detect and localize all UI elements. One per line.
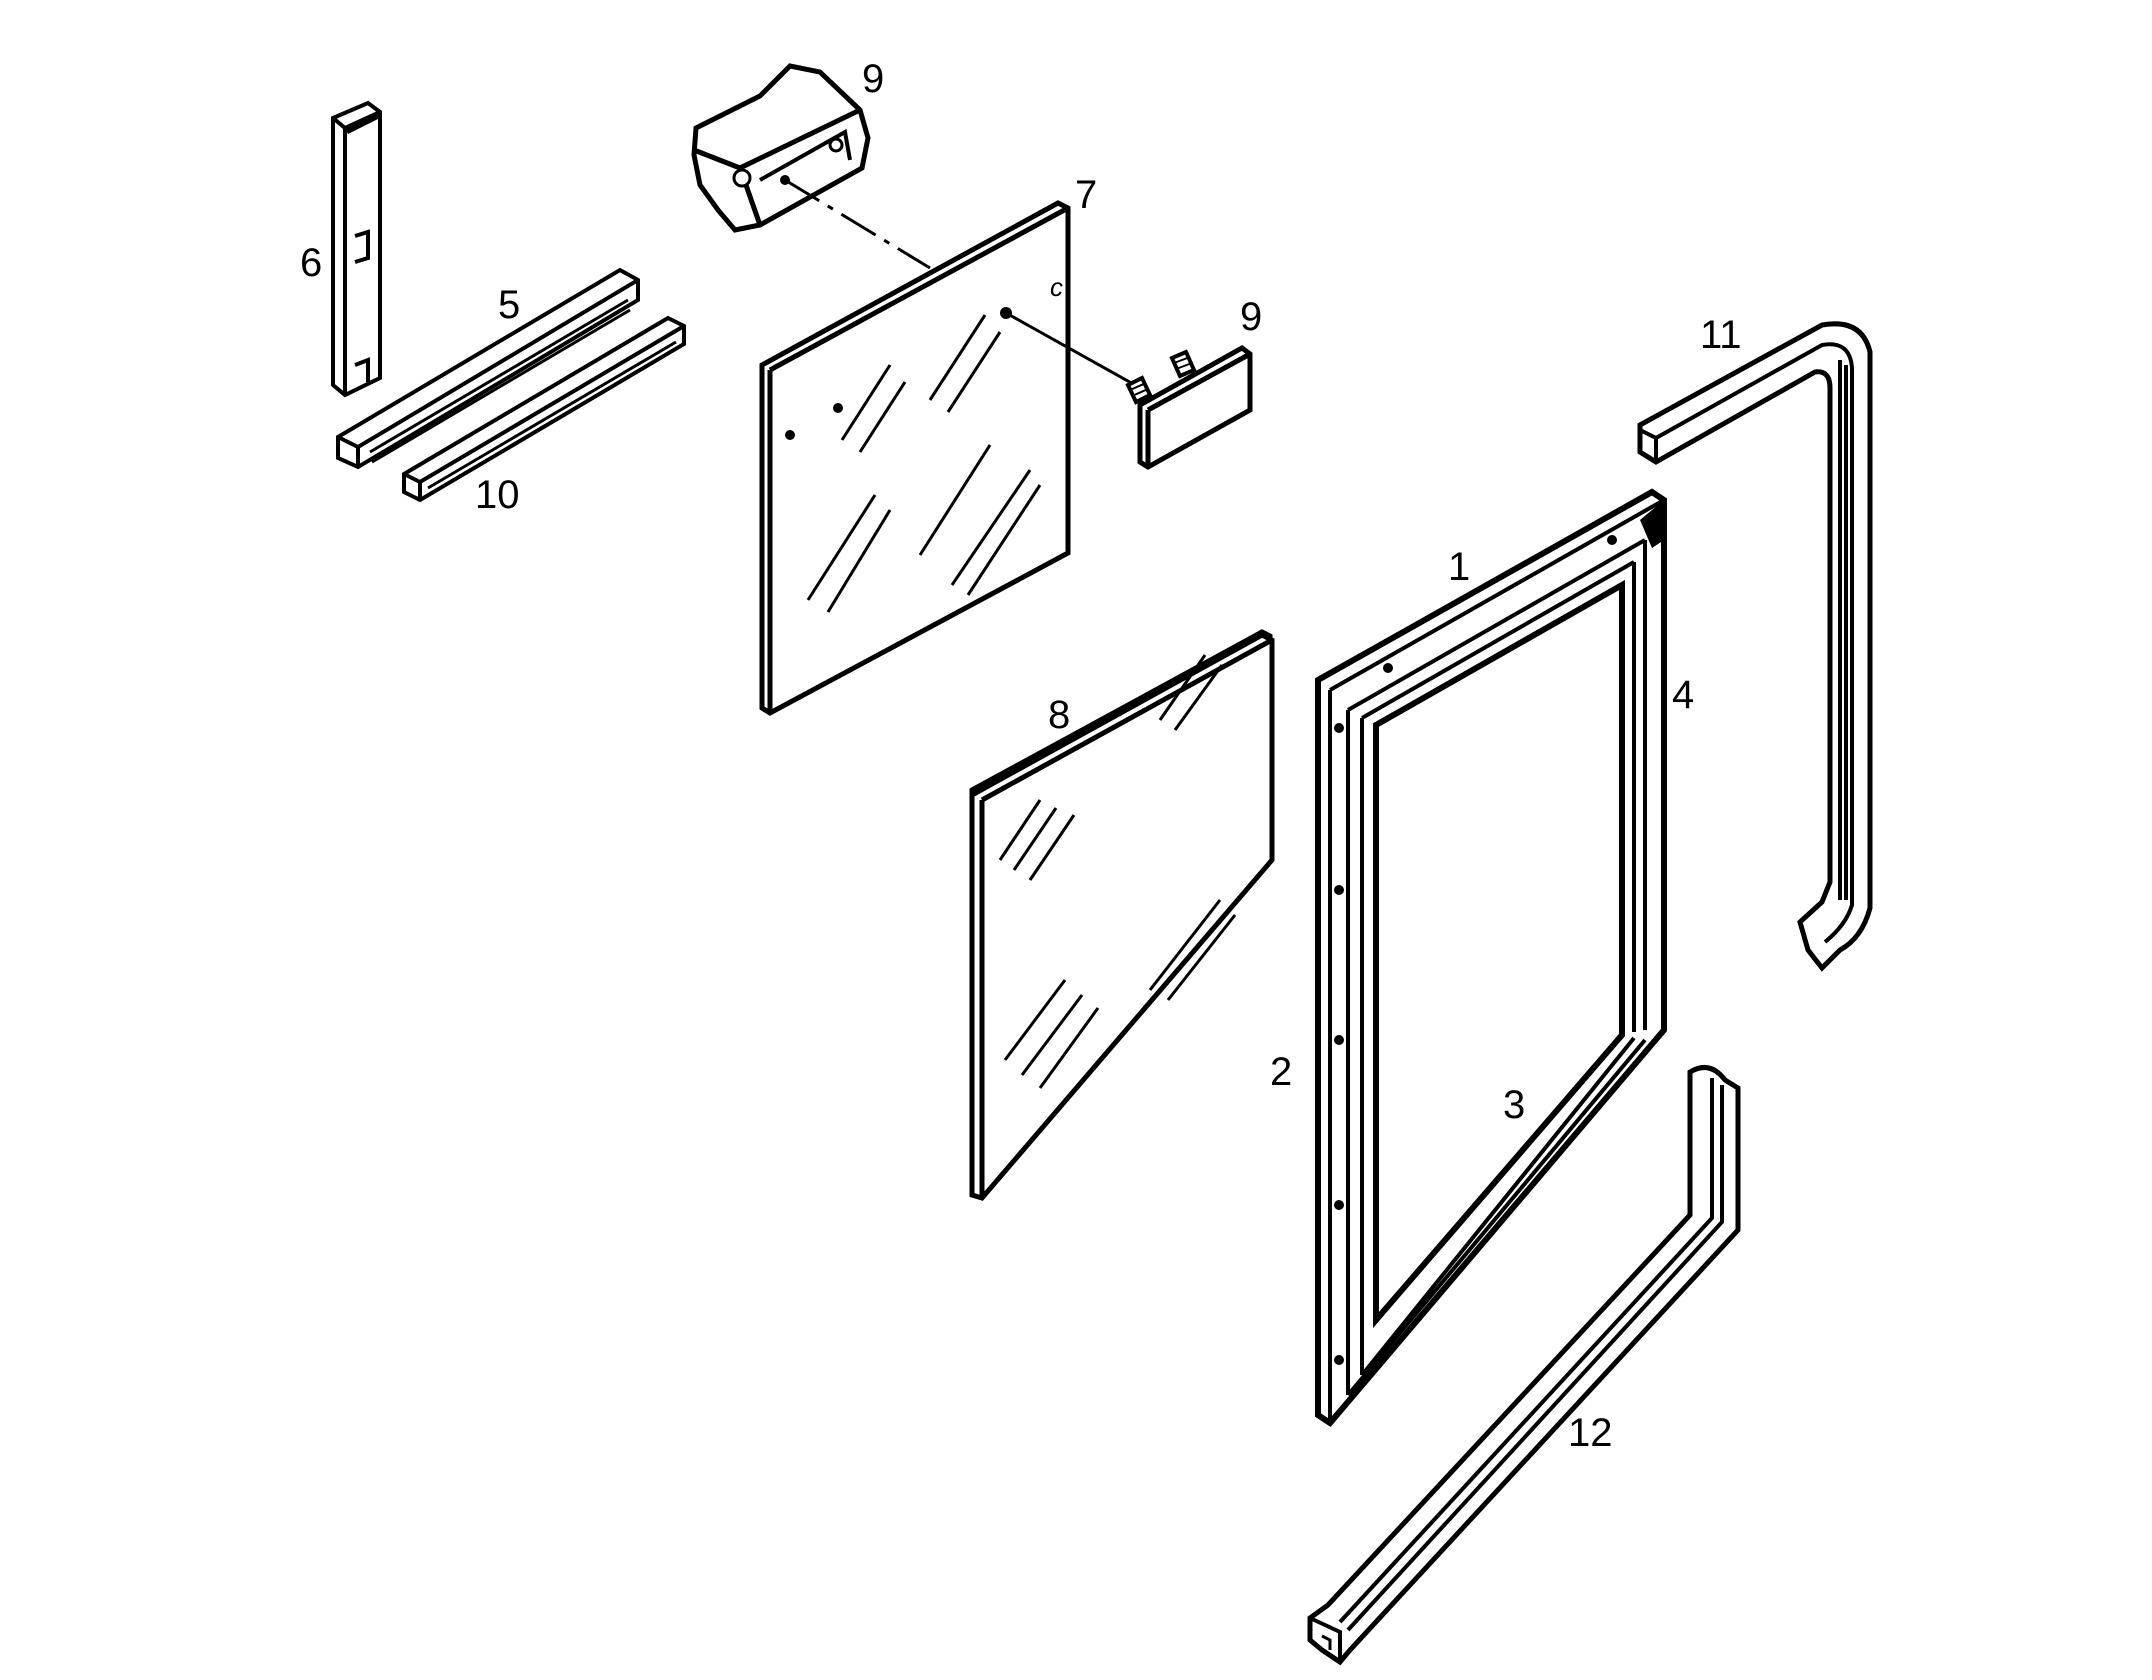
callout-12: 12	[1568, 1411, 1613, 1455]
part-trim-strip	[336, 267, 640, 470]
callout-labels: 1 2 3 4 5 6 7 8 9 9 10 11 12	[300, 57, 1742, 1455]
callout-2: 2	[1270, 1050, 1292, 1094]
callout-5: 5	[498, 283, 520, 327]
part-outer-glass: c	[759, 200, 1071, 716]
part-upright-bracket	[331, 100, 382, 398]
callout-9-bracket: 9	[862, 57, 884, 101]
callout-11: 11	[1700, 313, 1742, 357]
part-inner-glass	[969, 629, 1275, 1201]
callout-6: 6	[300, 241, 322, 285]
part-gasket-lower	[1307, 1065, 1741, 1666]
assembly-line-lower	[1005, 311, 1136, 387]
part-handle-plate	[1125, 345, 1253, 470]
part-gasket-upper	[1637, 321, 1873, 972]
callout-1: 1	[1448, 545, 1470, 589]
callout-4: 4	[1672, 673, 1694, 717]
svg-text:c: c	[1050, 272, 1063, 302]
part-door-frame	[1315, 488, 1667, 1427]
part-channel-strip	[402, 315, 686, 503]
callout-7: 7	[1075, 173, 1097, 217]
callout-3: 3	[1503, 1083, 1525, 1127]
callout-9-plate: 9	[1240, 295, 1262, 339]
part-handle-bracket	[691, 63, 871, 233]
assembly-line-upper	[784, 178, 931, 270]
callout-8: 8	[1048, 693, 1070, 737]
callout-10: 10	[475, 473, 520, 517]
